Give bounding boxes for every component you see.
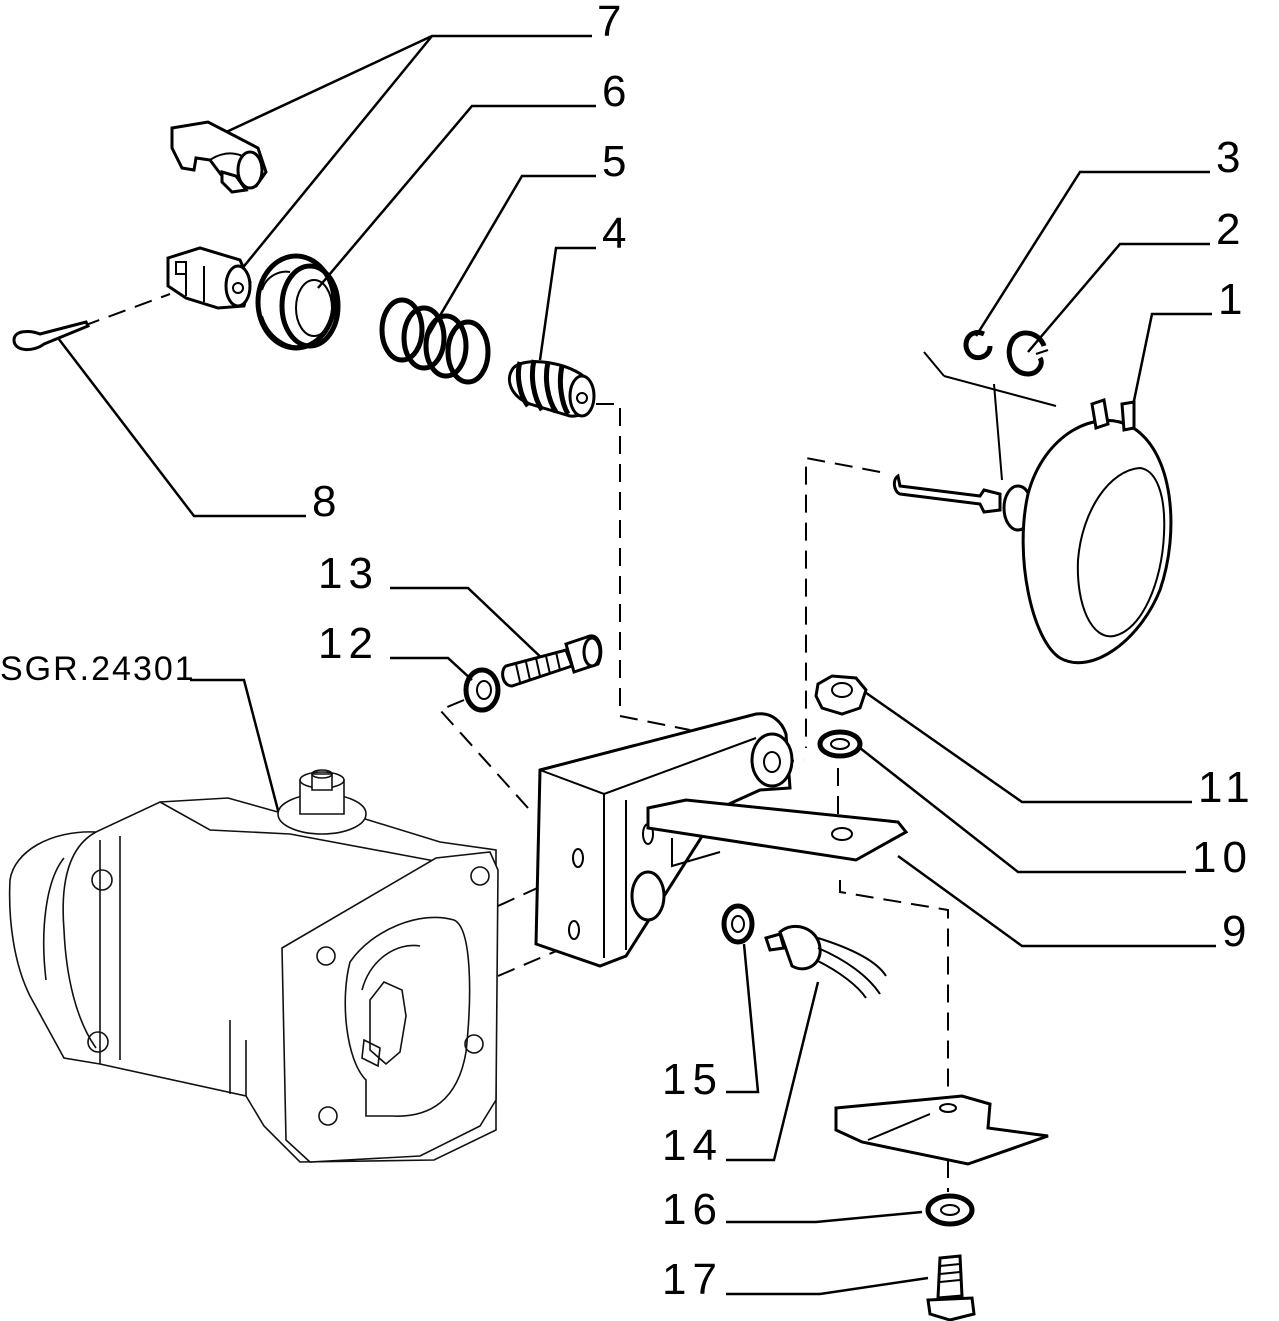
callout-11: 11 [1198, 763, 1256, 812]
part-5-spring [379, 297, 491, 385]
part-8-split-pin [12, 320, 91, 351]
gearbox-housing [8, 769, 499, 1163]
part-3-ring [963, 330, 993, 361]
part-2-circlip [1006, 330, 1049, 377]
part-17-screw [926, 1254, 976, 1321]
callout-16: 16 [662, 1185, 723, 1234]
callout-14: 14 [662, 1121, 723, 1170]
part-13-bolt [501, 634, 603, 688]
callout-1: 1 [1218, 275, 1248, 324]
callout-15: 15 [662, 1055, 723, 1104]
callout-5: 5 [602, 137, 632, 186]
callout-10: 10 [1192, 833, 1253, 882]
callout-13: 13 [318, 549, 379, 598]
callout-4: 4 [602, 209, 632, 258]
callout-3: 3 [1216, 133, 1246, 182]
part-15-washer [721, 903, 755, 945]
callout-8: 8 [312, 477, 342, 526]
callout-9: 9 [1222, 907, 1252, 956]
part-10-washer [817, 729, 863, 759]
part-16-washer [925, 1193, 975, 1227]
part-1-diaphragm [892, 351, 1173, 665]
callout-12: 12 [318, 619, 379, 668]
part-11-nut [814, 674, 868, 716]
callout-6: 6 [602, 67, 632, 116]
part-7-clevis [166, 246, 252, 310]
mounting-panel [834, 1094, 1049, 1166]
part-4-bellows [507, 359, 596, 418]
part-12-washer [463, 667, 501, 713]
callout-2: 2 [1216, 205, 1246, 254]
part-14-switch [764, 925, 887, 999]
callout-17: 17 [662, 1255, 723, 1304]
part-9-bracket [534, 712, 909, 968]
part-6-boot [255, 253, 341, 351]
part-7-clip [170, 120, 268, 194]
reference-code: SGR.24301 [0, 650, 196, 688]
leader-lines [57, 34, 1216, 1296]
callout-7: 7 [597, 0, 627, 46]
